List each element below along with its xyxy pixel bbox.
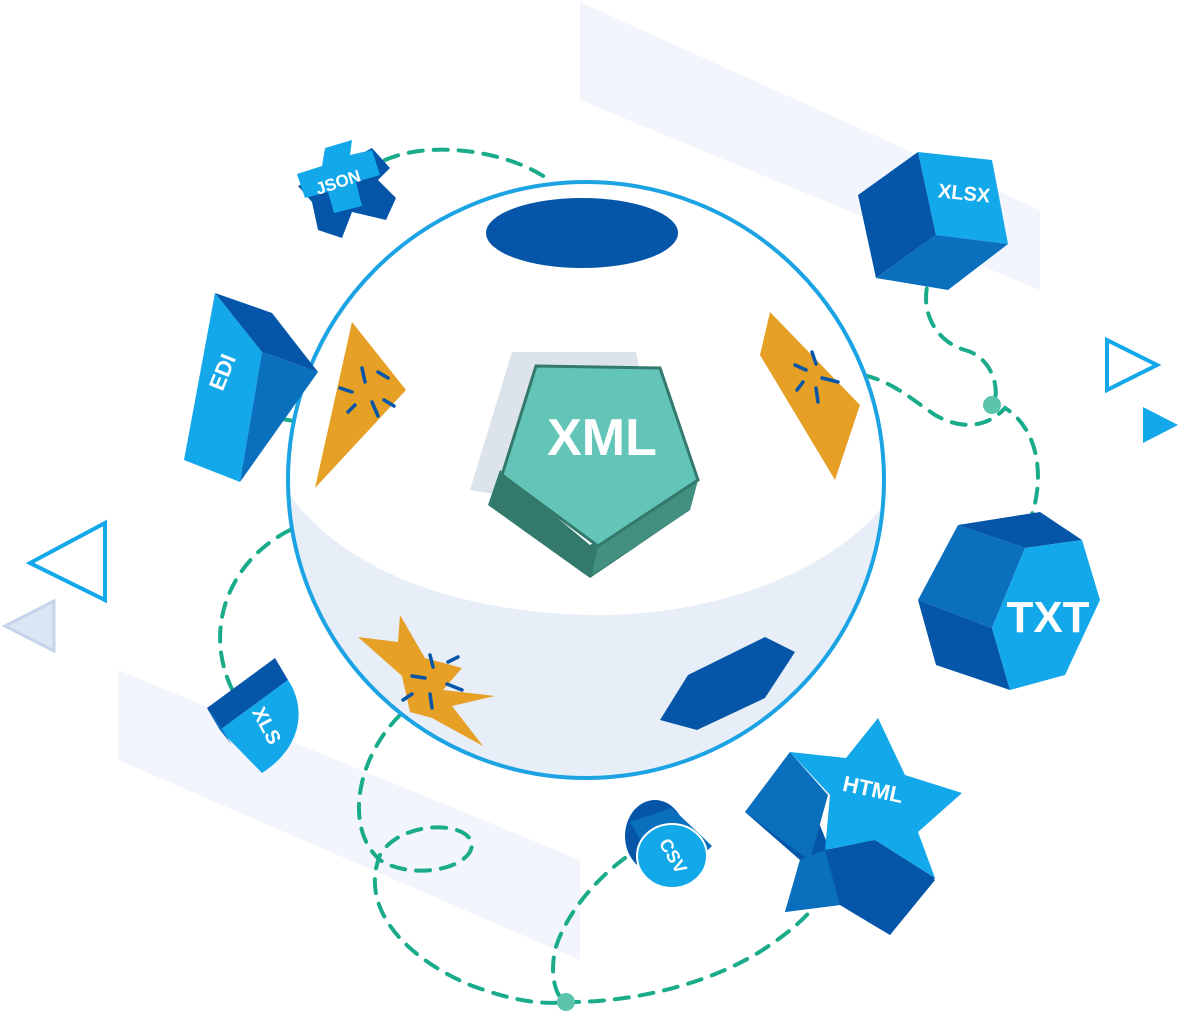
- orange-panel-right: [760, 312, 860, 480]
- txt-shape: TXT: [918, 512, 1100, 690]
- csv-shape: CSV: [625, 800, 712, 889]
- edi-prism-top: [215, 293, 318, 372]
- xlsx-cube-left: [858, 152, 936, 278]
- sphere-outline: [286, 180, 886, 780]
- dash-bottom-right: [563, 903, 817, 1005]
- html-star-face: [790, 718, 962, 878]
- xlsx-label: XLSX: [937, 180, 992, 207]
- xls-wedge-face: [220, 680, 299, 773]
- json-shape: JSON: [297, 140, 396, 238]
- edi-shape: EDI: [184, 293, 318, 482]
- xml-label: XML: [547, 409, 657, 467]
- sphere-lower-shade: [288, 480, 884, 778]
- rewind-triangle-outline-icon: [25, 519, 107, 604]
- dash-json-sphere: [383, 147, 554, 184]
- txt-prism-left-low: [918, 600, 1010, 690]
- csv-cylinder-face: [636, 823, 708, 889]
- xlsx-cube-front: [918, 152, 1008, 244]
- dash-bottom-loop: [357, 713, 567, 1005]
- html-star-bottom-left: [785, 850, 840, 912]
- play-triangle-outline-icon: [1105, 336, 1162, 394]
- txt-prism-left: [918, 525, 1025, 628]
- blue-parallelogram: [660, 637, 795, 730]
- connector-dots: [557, 396, 1001, 1011]
- sparkles: [338, 350, 840, 710]
- dash-csv: [551, 856, 627, 1004]
- orange-starburst: [358, 615, 495, 746]
- json-plus-face: [297, 140, 380, 213]
- txt-label: TXT: [1006, 593, 1089, 642]
- dot-right: [983, 396, 1001, 414]
- dash-xlsx-right: [924, 263, 998, 407]
- xls-shape: XLS: [207, 658, 299, 773]
- play-triangle-filled-icon: [1143, 407, 1178, 443]
- html-star-bottom: [825, 840, 935, 935]
- xml-pentagon: XML: [470, 352, 700, 578]
- orange-panel-left: [315, 322, 406, 488]
- dot-bottom: [557, 993, 575, 1011]
- xls-wedge-top: [207, 658, 288, 730]
- xml-pentagon-back: [470, 352, 640, 495]
- decor-triangles: [1, 336, 1178, 654]
- xml-pentagon-side-right: [592, 480, 698, 575]
- xml-pentagon-face: [500, 364, 700, 548]
- sphere-top-hole: [486, 198, 678, 268]
- xlsx-shape: XLSX: [858, 152, 1008, 290]
- edi-prism-side: [240, 352, 318, 482]
- txt-prism-face: [992, 540, 1100, 690]
- dash-left-arc: [218, 528, 292, 697]
- html-shape: HTML: [745, 718, 962, 935]
- xlsx-cube-bottom: [876, 235, 1008, 290]
- xls-wedge-side: [207, 708, 232, 745]
- sphere: XML: [286, 180, 886, 780]
- rewind-triangle-faint-icon: [1, 598, 56, 654]
- html-star-left: [745, 752, 828, 860]
- edi-prism-face: [184, 293, 262, 482]
- dash-right-loop: [813, 371, 1040, 522]
- txt-prism-top: [958, 512, 1082, 548]
